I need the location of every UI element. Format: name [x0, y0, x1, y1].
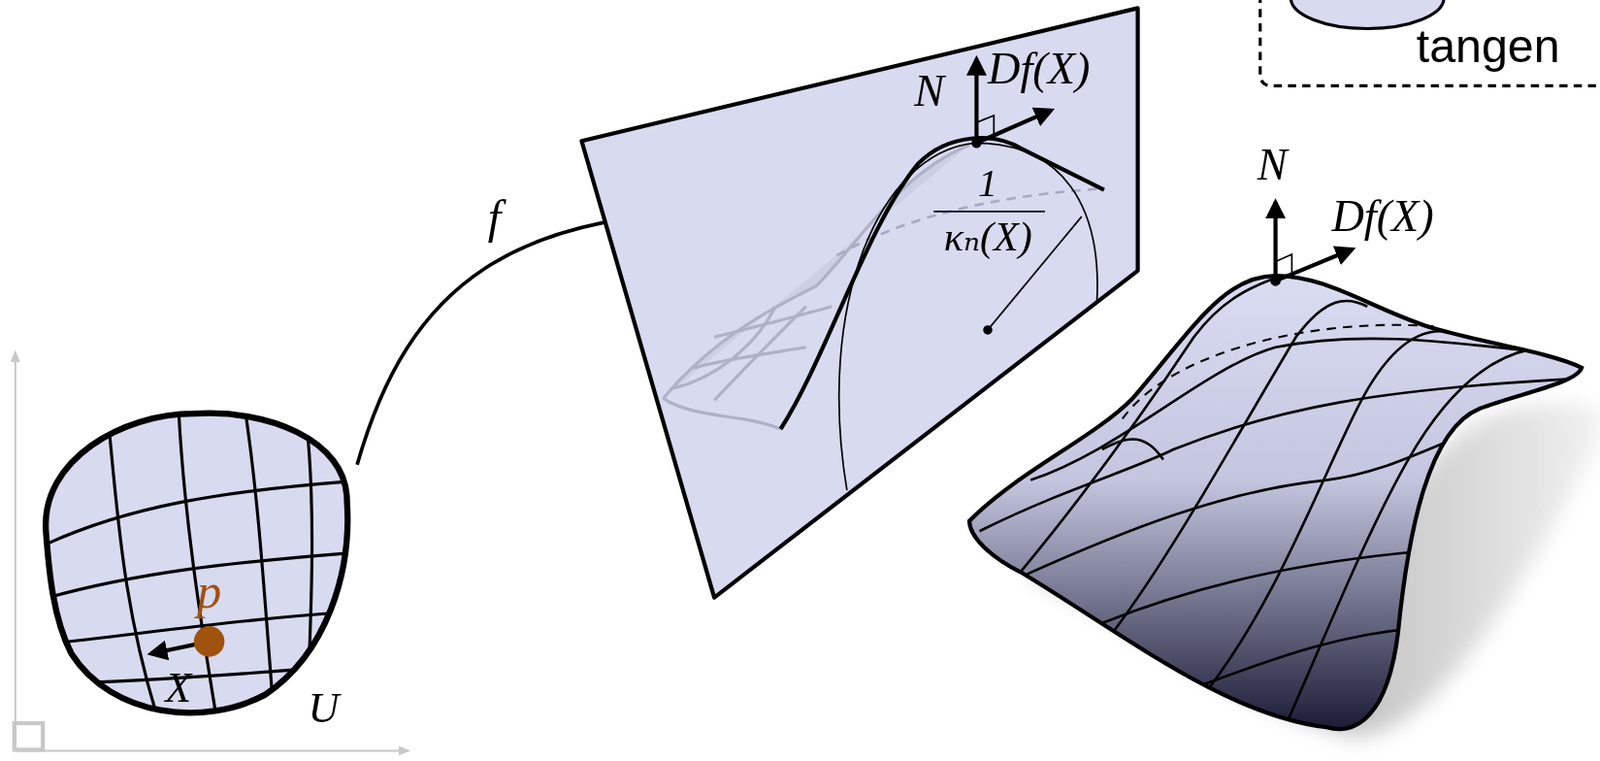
- domain-label: U: [308, 685, 340, 729]
- map-name: f: [488, 194, 501, 241]
- normal-label: N: [1257, 142, 1288, 188]
- tangent-image-label: Df(X): [987, 46, 1090, 92]
- point-label: p: [196, 566, 222, 617]
- legend-text: tangen: [1416, 22, 1561, 69]
- fraction-numerator: 1: [978, 163, 998, 202]
- fraction-denominator: κₙ(X): [944, 216, 1033, 258]
- vector-label: X: [164, 665, 192, 709]
- normal-label: N: [914, 69, 945, 115]
- tangent-image-label: Df(X): [1331, 194, 1434, 239]
